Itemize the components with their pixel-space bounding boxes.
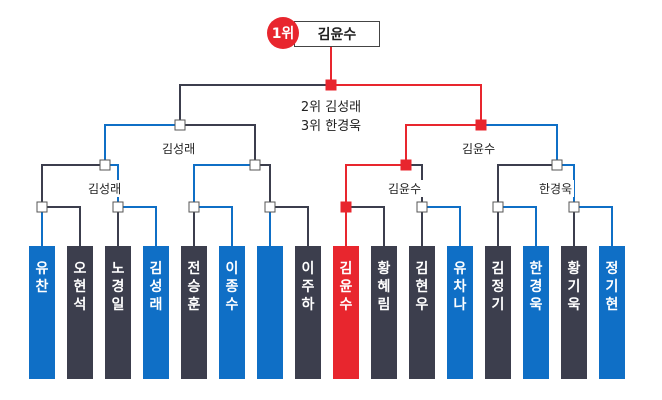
bracket-line-r1-12: [422, 206, 461, 246]
quarterfinal-node-1: [99, 159, 111, 171]
round1-node-1: [36, 201, 48, 213]
champion-badge: 1위: [267, 17, 299, 49]
second-place-label: 2위 김성래: [300, 100, 362, 115]
bracket-line-r1-2: [42, 206, 81, 246]
bracket-line-r1-16: [574, 206, 613, 246]
bracket-line-r2-3: [193, 164, 255, 207]
quarterfinal-node-3: [400, 159, 412, 171]
match-label-semifinal-right: 김윤수: [460, 140, 498, 157]
round1-node-3: [188, 201, 200, 213]
final-node: [325, 79, 337, 91]
bracket-line-r1-6: [194, 206, 233, 246]
bracket-line-r1-8: [270, 206, 309, 246]
round1-node-2: [112, 201, 124, 213]
player-7: [257, 246, 283, 379]
round1-node-4: [264, 201, 276, 213]
bracket-line-r1-4: [118, 206, 157, 246]
bracket-line-r3-2: [180, 124, 256, 165]
bracket-line-r1-14: [498, 206, 537, 246]
round1-node-8: [568, 201, 580, 213]
quarterfinal-node-4: [551, 159, 563, 171]
bracket-line-r3-1: [104, 124, 180, 165]
match-label-semifinal-left: 김성래: [160, 140, 198, 157]
bracket-line-r3-4: [481, 124, 558, 165]
match-label-quarterfinal-4: 한경욱: [537, 180, 575, 197]
match-label-quarterfinal-3: 김윤수: [386, 180, 424, 197]
semifinal-node-1: [174, 119, 186, 131]
champion-name: 김윤수: [294, 21, 380, 47]
bracket-line-r2-7: [497, 164, 557, 207]
match-label-quarterfinal-1: 김성래: [86, 180, 124, 197]
quarterfinal-node-2: [249, 159, 261, 171]
bracket-line-r1-10: [346, 206, 385, 246]
bracket-line-r3-3: [405, 124, 481, 165]
semifinal-node-2: [475, 119, 487, 131]
bracket-line-final-left: [179, 84, 331, 125]
bracket-line-r2-1: [41, 164, 105, 207]
round1-node-6: [416, 201, 428, 213]
round1-node-7: [492, 201, 504, 213]
bracket-line-r2-5: [345, 164, 406, 207]
bracket-line-final-right: [331, 84, 482, 125]
round1-node-5: [340, 201, 352, 213]
bracket-line-r2-4: [255, 164, 271, 207]
third-place-label: 3위 한경욱: [300, 119, 362, 134]
